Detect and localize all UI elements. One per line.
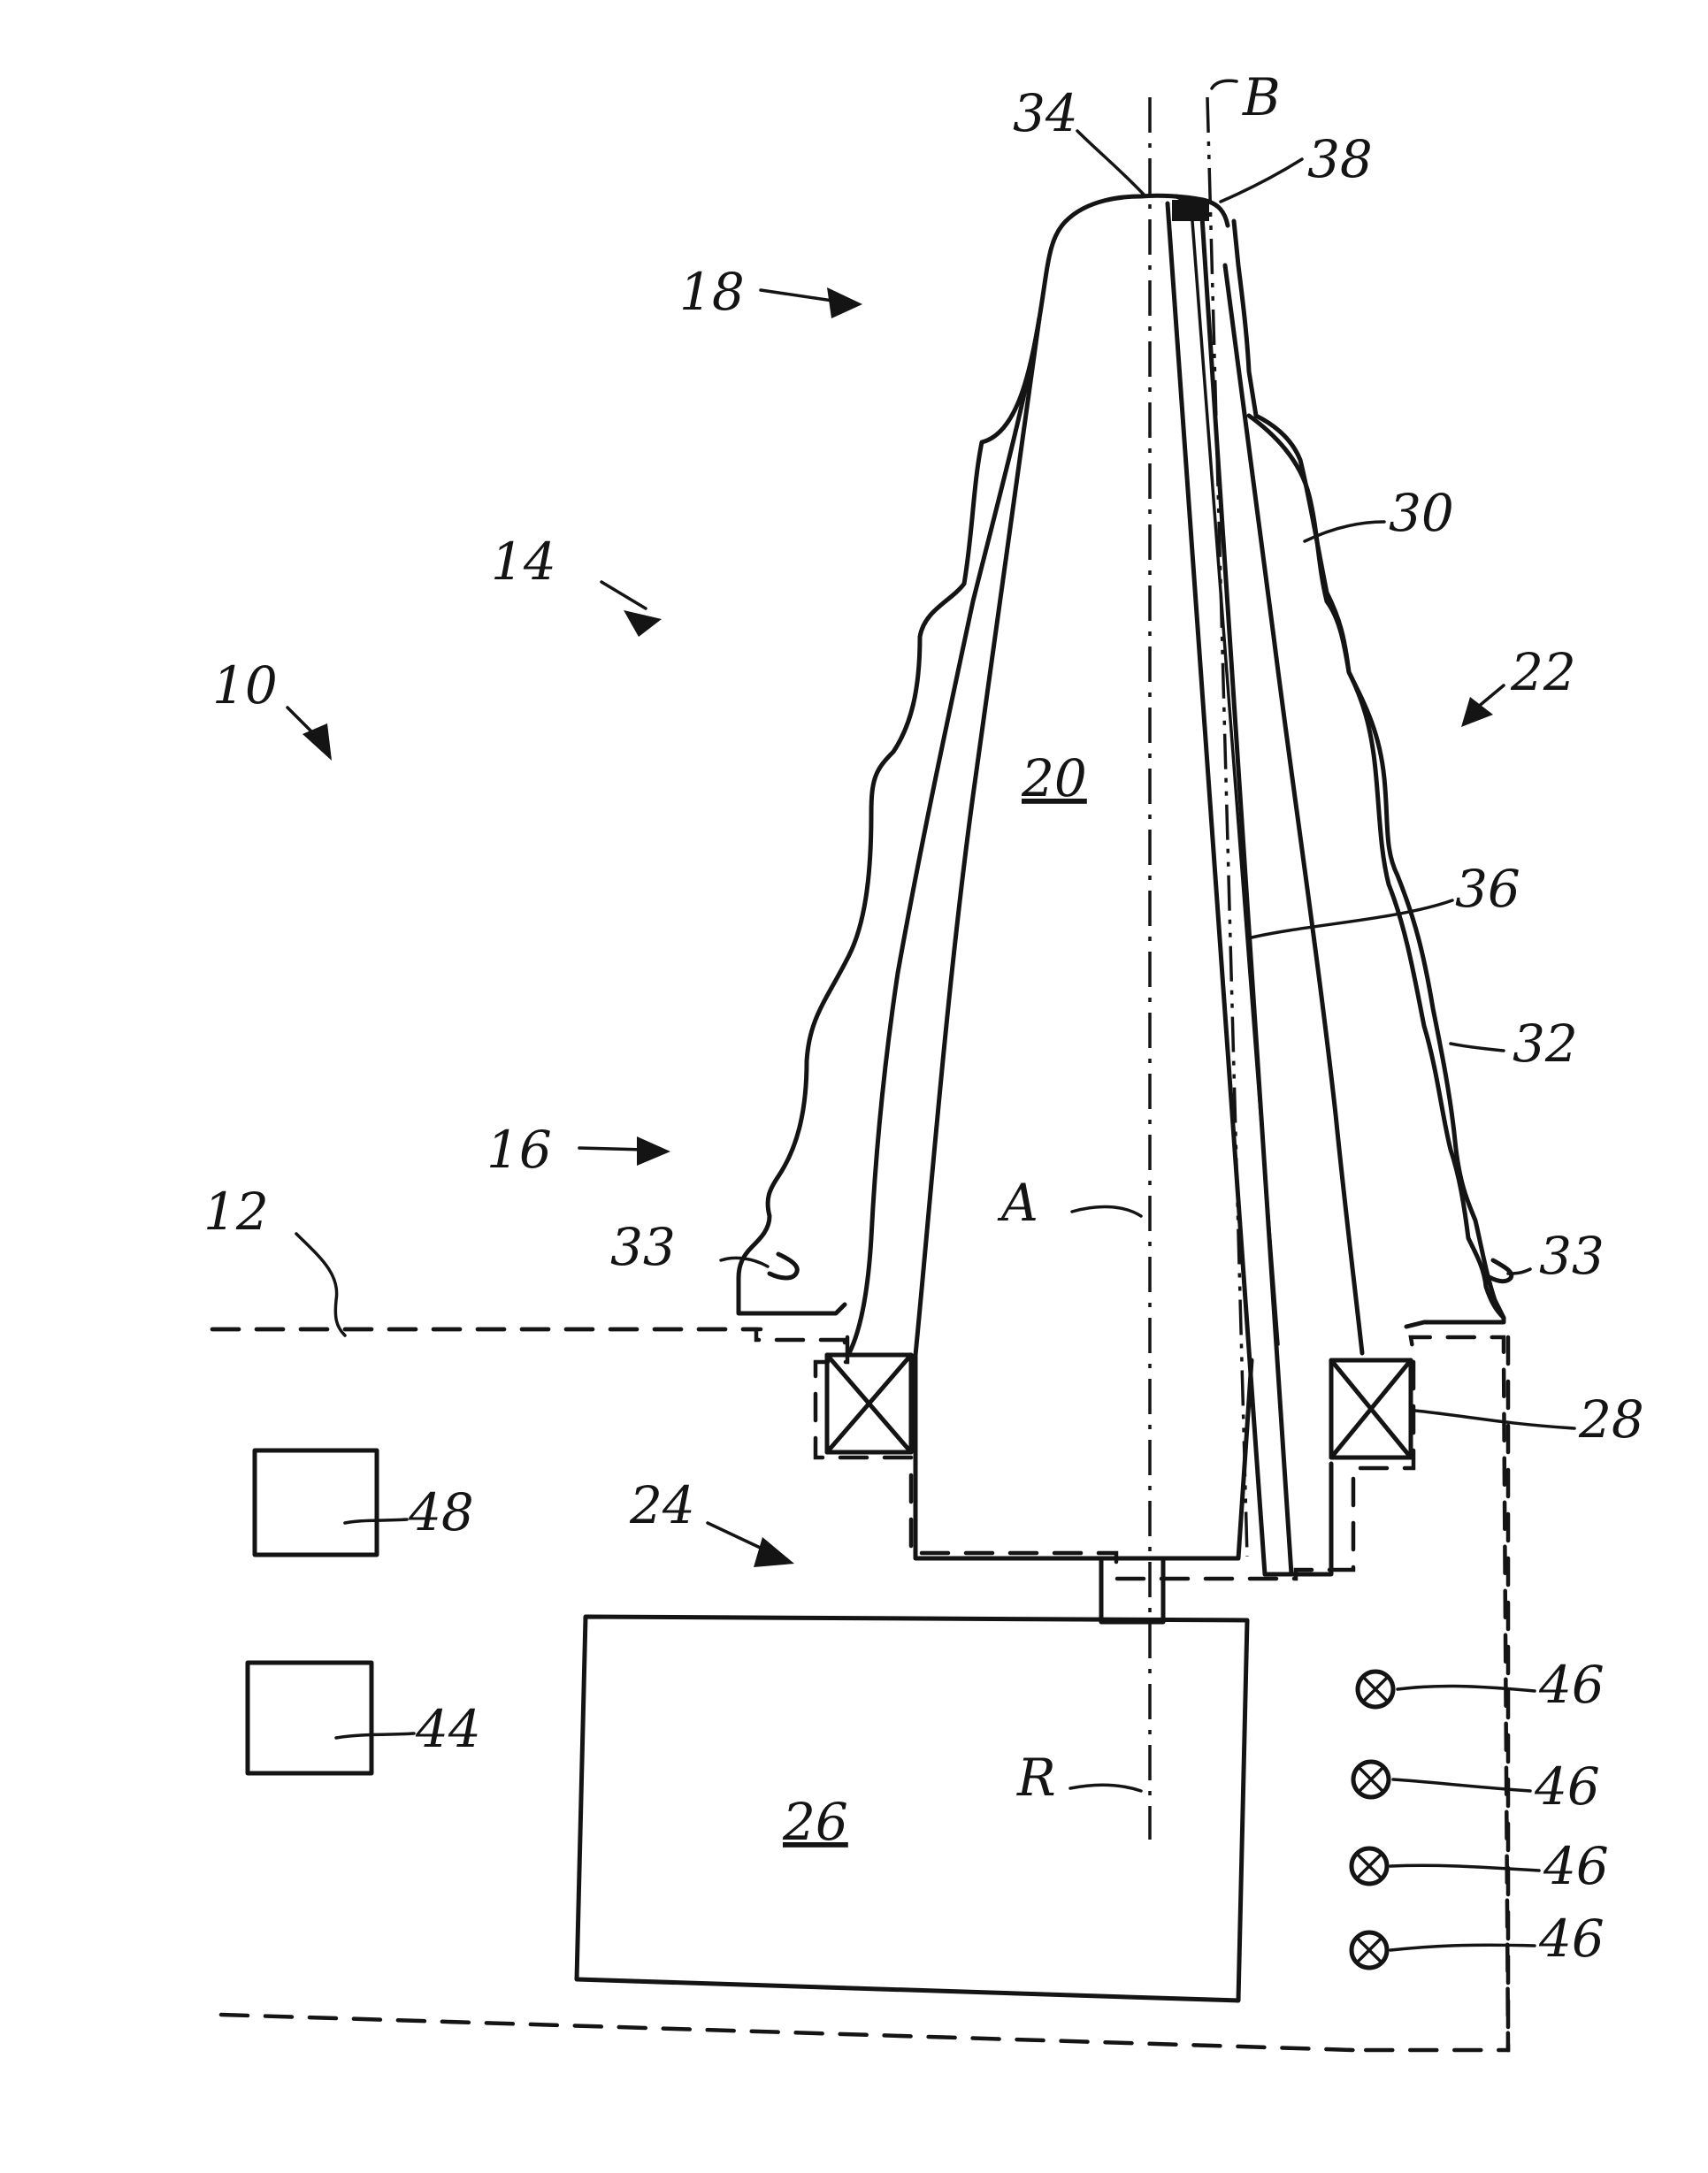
- label-16: 16: [486, 1120, 552, 1180]
- housing-outline: [212, 1329, 1508, 2050]
- label-14: 14: [491, 532, 556, 592]
- label-38: 38: [1307, 129, 1373, 189]
- lamp-46-4: [1352, 1932, 1387, 1968]
- label-46-1: 46: [1538, 1655, 1605, 1715]
- indicator-lamps-46: [1352, 1672, 1393, 1968]
- component-box-48: [255, 1450, 377, 1555]
- label-10: 10: [212, 655, 278, 715]
- tip-38: [1141, 195, 1228, 226]
- component-box-44: [248, 1663, 371, 1773]
- label-12: 12: [203, 1182, 269, 1242]
- label-32: 32: [1513, 1014, 1578, 1074]
- lamp-46-3: [1352, 1848, 1387, 1884]
- label-46-2: 46: [1534, 1756, 1600, 1817]
- lamp-46-2: [1353, 1762, 1389, 1797]
- leader-lines: [296, 80, 1574, 1950]
- label-46-3: 46: [1543, 1836, 1609, 1896]
- drive-unit-26: [577, 1558, 1247, 2001]
- label-axis-r: R: [1016, 1748, 1056, 1808]
- label-axis-a: A: [997, 1173, 1038, 1233]
- rotor-body-20: [915, 196, 1252, 1558]
- reference-labels: 10 12 14 16 18 20 22 24 26 28 30 32 33 3…: [203, 67, 1644, 1969]
- label-axis-b: B: [1242, 67, 1281, 127]
- label-46-4: 46: [1538, 1909, 1605, 1969]
- label-30: 30: [1389, 483, 1454, 543]
- label-24: 24: [629, 1475, 695, 1535]
- bearing-28-left: [827, 1355, 911, 1452]
- label-18: 18: [679, 262, 745, 322]
- label-33-left: 33: [610, 1217, 676, 1277]
- label-26: 26: [782, 1792, 848, 1852]
- outer-shell-30-32: [739, 221, 1512, 1353]
- label-36: 36: [1455, 859, 1520, 919]
- label-20: 20: [1021, 748, 1087, 808]
- label-34: 34: [1013, 83, 1078, 143]
- label-44: 44: [415, 1699, 481, 1759]
- label-33-right: 33: [1539, 1226, 1605, 1286]
- label-22: 22: [1510, 642, 1576, 702]
- bearing-28-right: [1331, 1360, 1411, 1458]
- label-28: 28: [1578, 1389, 1644, 1450]
- lamp-46-1: [1358, 1672, 1393, 1707]
- label-48: 48: [408, 1482, 474, 1542]
